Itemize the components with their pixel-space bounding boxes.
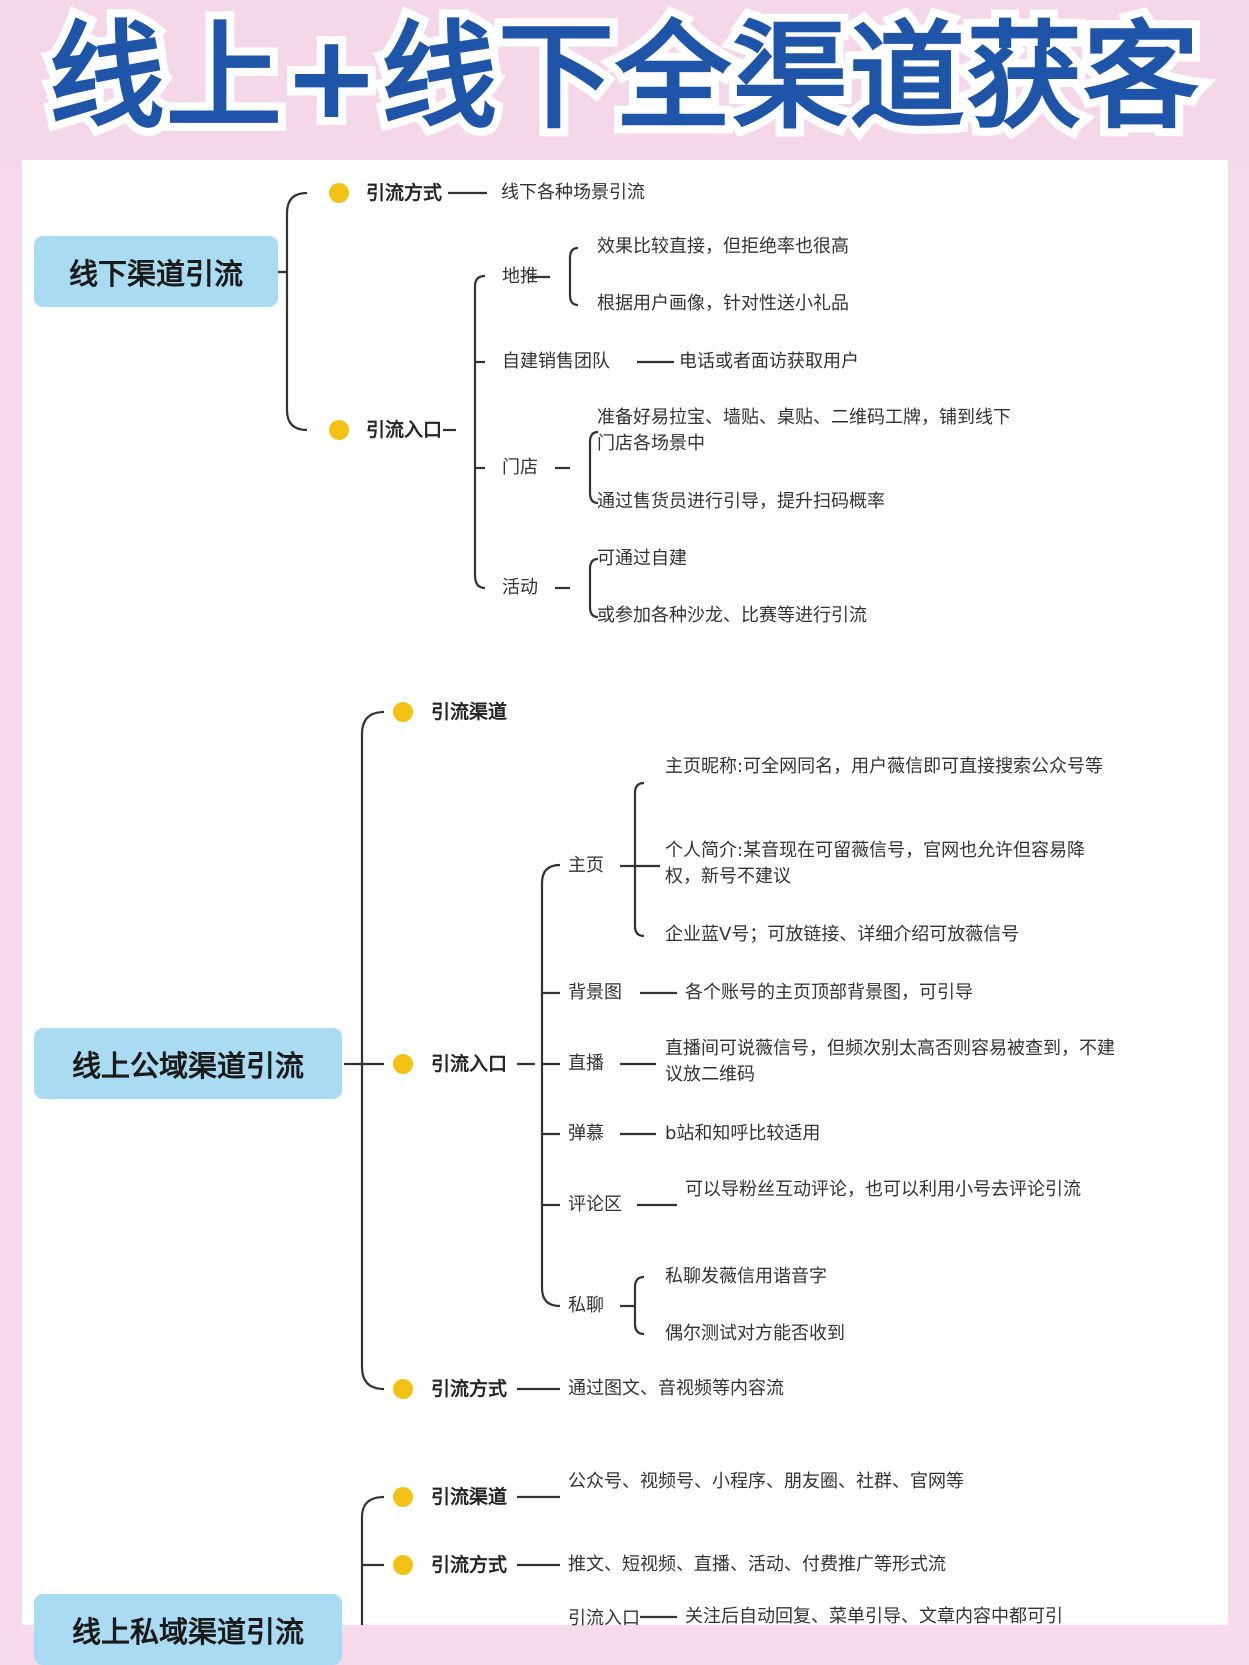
node-store-item: 准备好易拉宝、墙贴、桌贴、二维码工牌，铺到线下门店各场景中 <box>597 407 1011 454</box>
root-online-private-label: 线上私域渠道引流 <box>71 1614 304 1649</box>
node-background: 背景图 <box>568 982 622 1003</box>
node-public-entry: 引流入口 <box>431 1053 508 1075</box>
node-homepage: 主页 <box>568 855 604 876</box>
node-comments-value: 可以导粉丝互动评论，也可以利用小号去评论引流 <box>685 1179 1081 1200</box>
title-banner <box>0 0 1249 167</box>
node-private-channel: 引流渠道 <box>431 1486 508 1508</box>
node-live: 直播 <box>568 1053 604 1074</box>
bullet-icon <box>393 1487 413 1507</box>
node-event: 活动 <box>502 577 538 598</box>
node-ground-push-item: 根据用户画像，针对性送小礼品 <box>597 293 849 314</box>
root-online-public: 线上公域渠道引流 <box>34 1028 342 1099</box>
mindmap-canvas <box>22 160 1228 1625</box>
node-private-channel-value: 公众号、视频号、小程序、朋友圈、社群、官网等 <box>568 1471 964 1492</box>
node-event-item: 可通过自建 <box>597 548 687 569</box>
node-danmaku-value: b站和知呼比较适用 <box>665 1123 821 1144</box>
node-ground-push: 地推 <box>502 266 538 287</box>
node-store: 门店 <box>502 457 538 478</box>
node-homepage-item: 个人简介:某音现在可留薇信号，官网也允许但容易降权，新号不建议 <box>665 840 1086 887</box>
bullet-icon <box>393 1379 413 1399</box>
node-private-entry-value: 关注后自动回复、菜单引导、文章内容中都可引 <box>685 1606 1063 1627</box>
page-title: 线上+线下全渠道获客 <box>41 2 1207 153</box>
node-offline-method: 引流方式 <box>366 182 443 204</box>
root-online-public-label: 线上公域渠道引流 <box>71 1048 304 1083</box>
node-public-method-value: 通过图文、音视频等内容流 <box>568 1378 784 1399</box>
bullet-icon <box>393 1054 413 1074</box>
node-background-value: 各个账号的主页顶部背景图，可引导 <box>685 982 973 1003</box>
root-online-private: 线上私域渠道引流 <box>34 1594 342 1665</box>
bullet-icon <box>329 420 349 440</box>
node-public-channel: 引流渠道 <box>431 701 508 723</box>
node-public-method: 引流方式 <box>431 1378 508 1400</box>
node-store-item: 通过售货员进行引导，提升扫码概率 <box>597 491 885 512</box>
node-danmaku: 弹慕 <box>568 1123 604 1144</box>
node-live-value: 直播间可说薇信号，但频次别太高否则容易被查到，不建议放二维码 <box>665 1038 1115 1085</box>
node-private-entry: 引流入口 <box>568 1608 640 1629</box>
node-private-method-value: 推文、短视频、直播、活动、付费推广等形式流 <box>568 1554 946 1575</box>
node-sales-team-value: 电话或者面访获取用户 <box>679 351 859 372</box>
node-ground-push-item: 效果比较直接，但拒绝率也很高 <box>597 236 849 257</box>
node-private-item: 私聊发薇信用谐音字 <box>665 1266 827 1287</box>
bullet-icon <box>329 183 349 203</box>
node-sales-team: 自建销售团队 <box>502 351 610 372</box>
node-event-item: 或参加各种沙龙、比赛等进行引流 <box>597 605 867 626</box>
root-offline-label: 线下渠道引流 <box>68 256 243 291</box>
node-private-method: 引流方式 <box>431 1554 508 1576</box>
bullet-icon <box>393 702 413 722</box>
node-private: 私聊 <box>568 1295 604 1316</box>
node-homepage-item: 主页昵称:可全网同名，用户薇信即可直接搜索公众号等 <box>665 756 1104 777</box>
node-comments: 评论区 <box>568 1194 622 1215</box>
root-offline: 线下渠道引流 <box>34 236 278 307</box>
connector-lines <box>270 191 677 1625</box>
bullet-icon <box>393 1555 413 1575</box>
node-homepage-item: 企业蓝V号；可放链接、详细介绍可放薇信号 <box>665 924 1020 945</box>
node-private-item: 偶尔测试对方能否收到 <box>665 1323 845 1344</box>
node-offline-method-value: 线下各种场景引流 <box>501 182 645 203</box>
node-offline-entry: 引流入口 <box>366 419 443 441</box>
